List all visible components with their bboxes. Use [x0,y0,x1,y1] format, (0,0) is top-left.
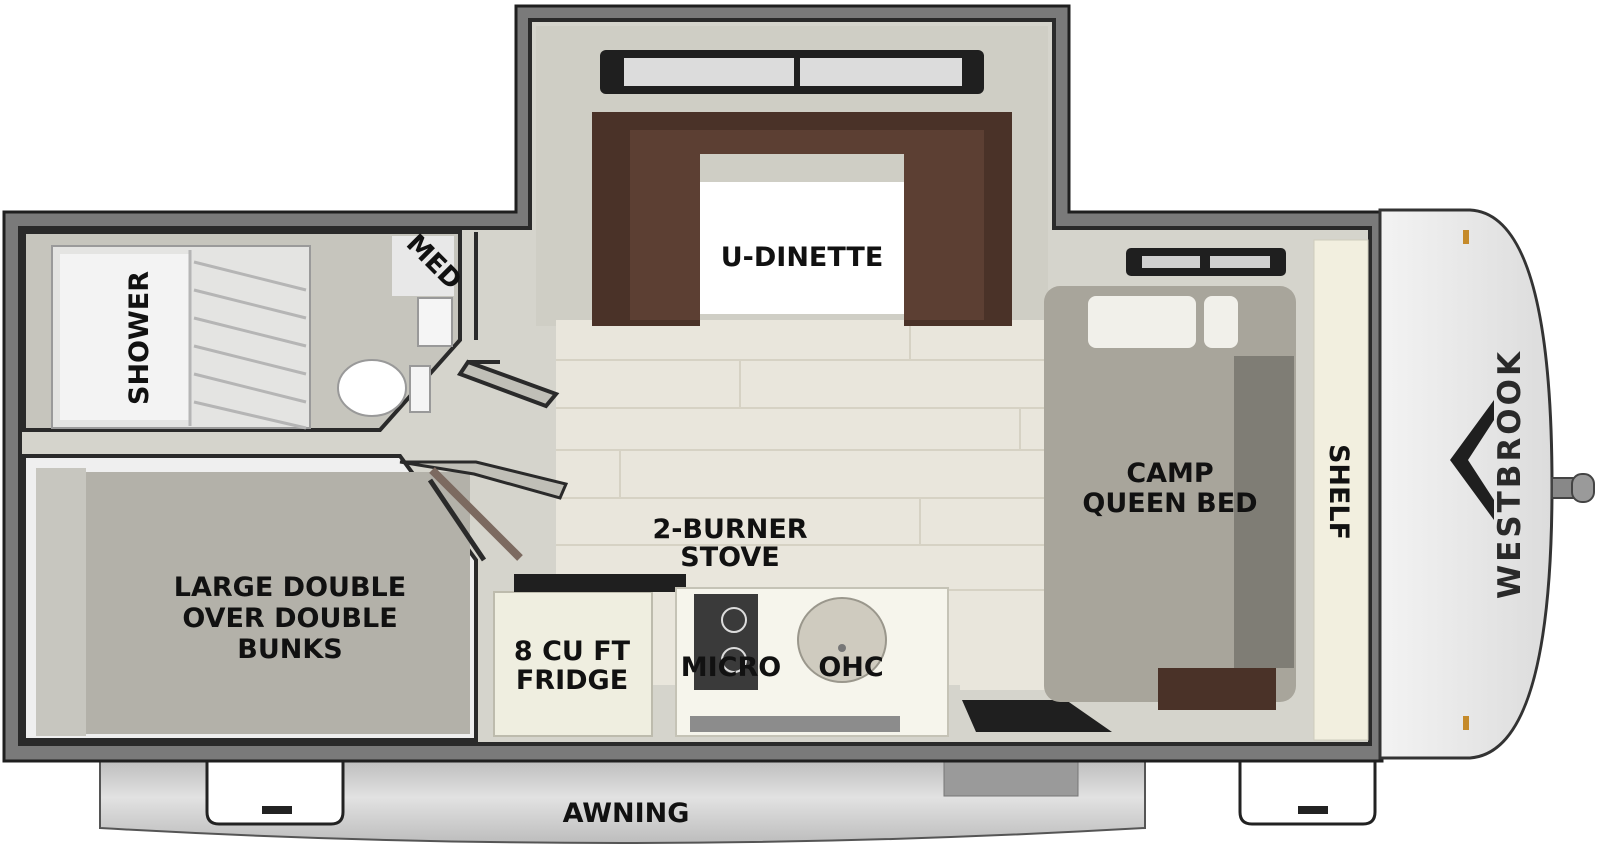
kitchen-sink [797,597,887,683]
pillow-left [1088,296,1196,348]
u-dinette [592,112,1012,326]
fridge-label-line1: 8 CU FT [514,636,631,667]
dinette-table [700,182,904,314]
awning-motor [943,761,1079,797]
bed-label-line1: CAMP [1126,458,1213,489]
stove-label-line1: 2-BURNER [652,514,807,545]
fridge [493,574,686,737]
brand-logo [1450,400,1494,520]
bed-label-line2: QUEEN BED [1082,488,1257,519]
shower-label: SHOWER [124,271,155,405]
shelf [1313,239,1369,741]
bathroom [22,230,462,432]
entry-step-left [205,750,345,826]
brand-text: WESTBROOK [1492,349,1528,599]
entry-step-right [1238,750,1377,826]
toilet [337,359,431,417]
pillow-right [1204,296,1238,348]
medicine-cabinet [392,236,454,296]
ohc-label: OHC [818,652,883,683]
slide-window [600,50,984,94]
camp-queen-bed [1044,286,1296,710]
awning [99,751,1146,844]
bunks [22,454,478,742]
kitchen-counter [675,587,949,737]
bunks-label-line2: OVER DOUBLE [182,603,397,634]
bath-sink [417,297,453,347]
bunks-label-line1: LARGE DOUBLE [174,572,406,603]
shelf-label: SHELF [1323,444,1354,540]
hitch [1551,473,1595,503]
u-dinette-label: U-DINETTE [721,242,884,273]
bunk-door [399,460,569,562]
awning-label: AWNING [563,798,690,829]
nightstand [1158,668,1276,710]
bathroom-door [456,359,560,409]
stove-label-line2: STOVE [680,542,779,573]
fridge-label-line2: FRIDGE [516,665,628,696]
bunks-label-line3: BUNKS [237,634,342,665]
bedroom-window [1126,248,1286,276]
shower-curtain [188,250,307,430]
micro-label: MICRO [681,652,781,683]
floor-vent [962,700,1112,732]
